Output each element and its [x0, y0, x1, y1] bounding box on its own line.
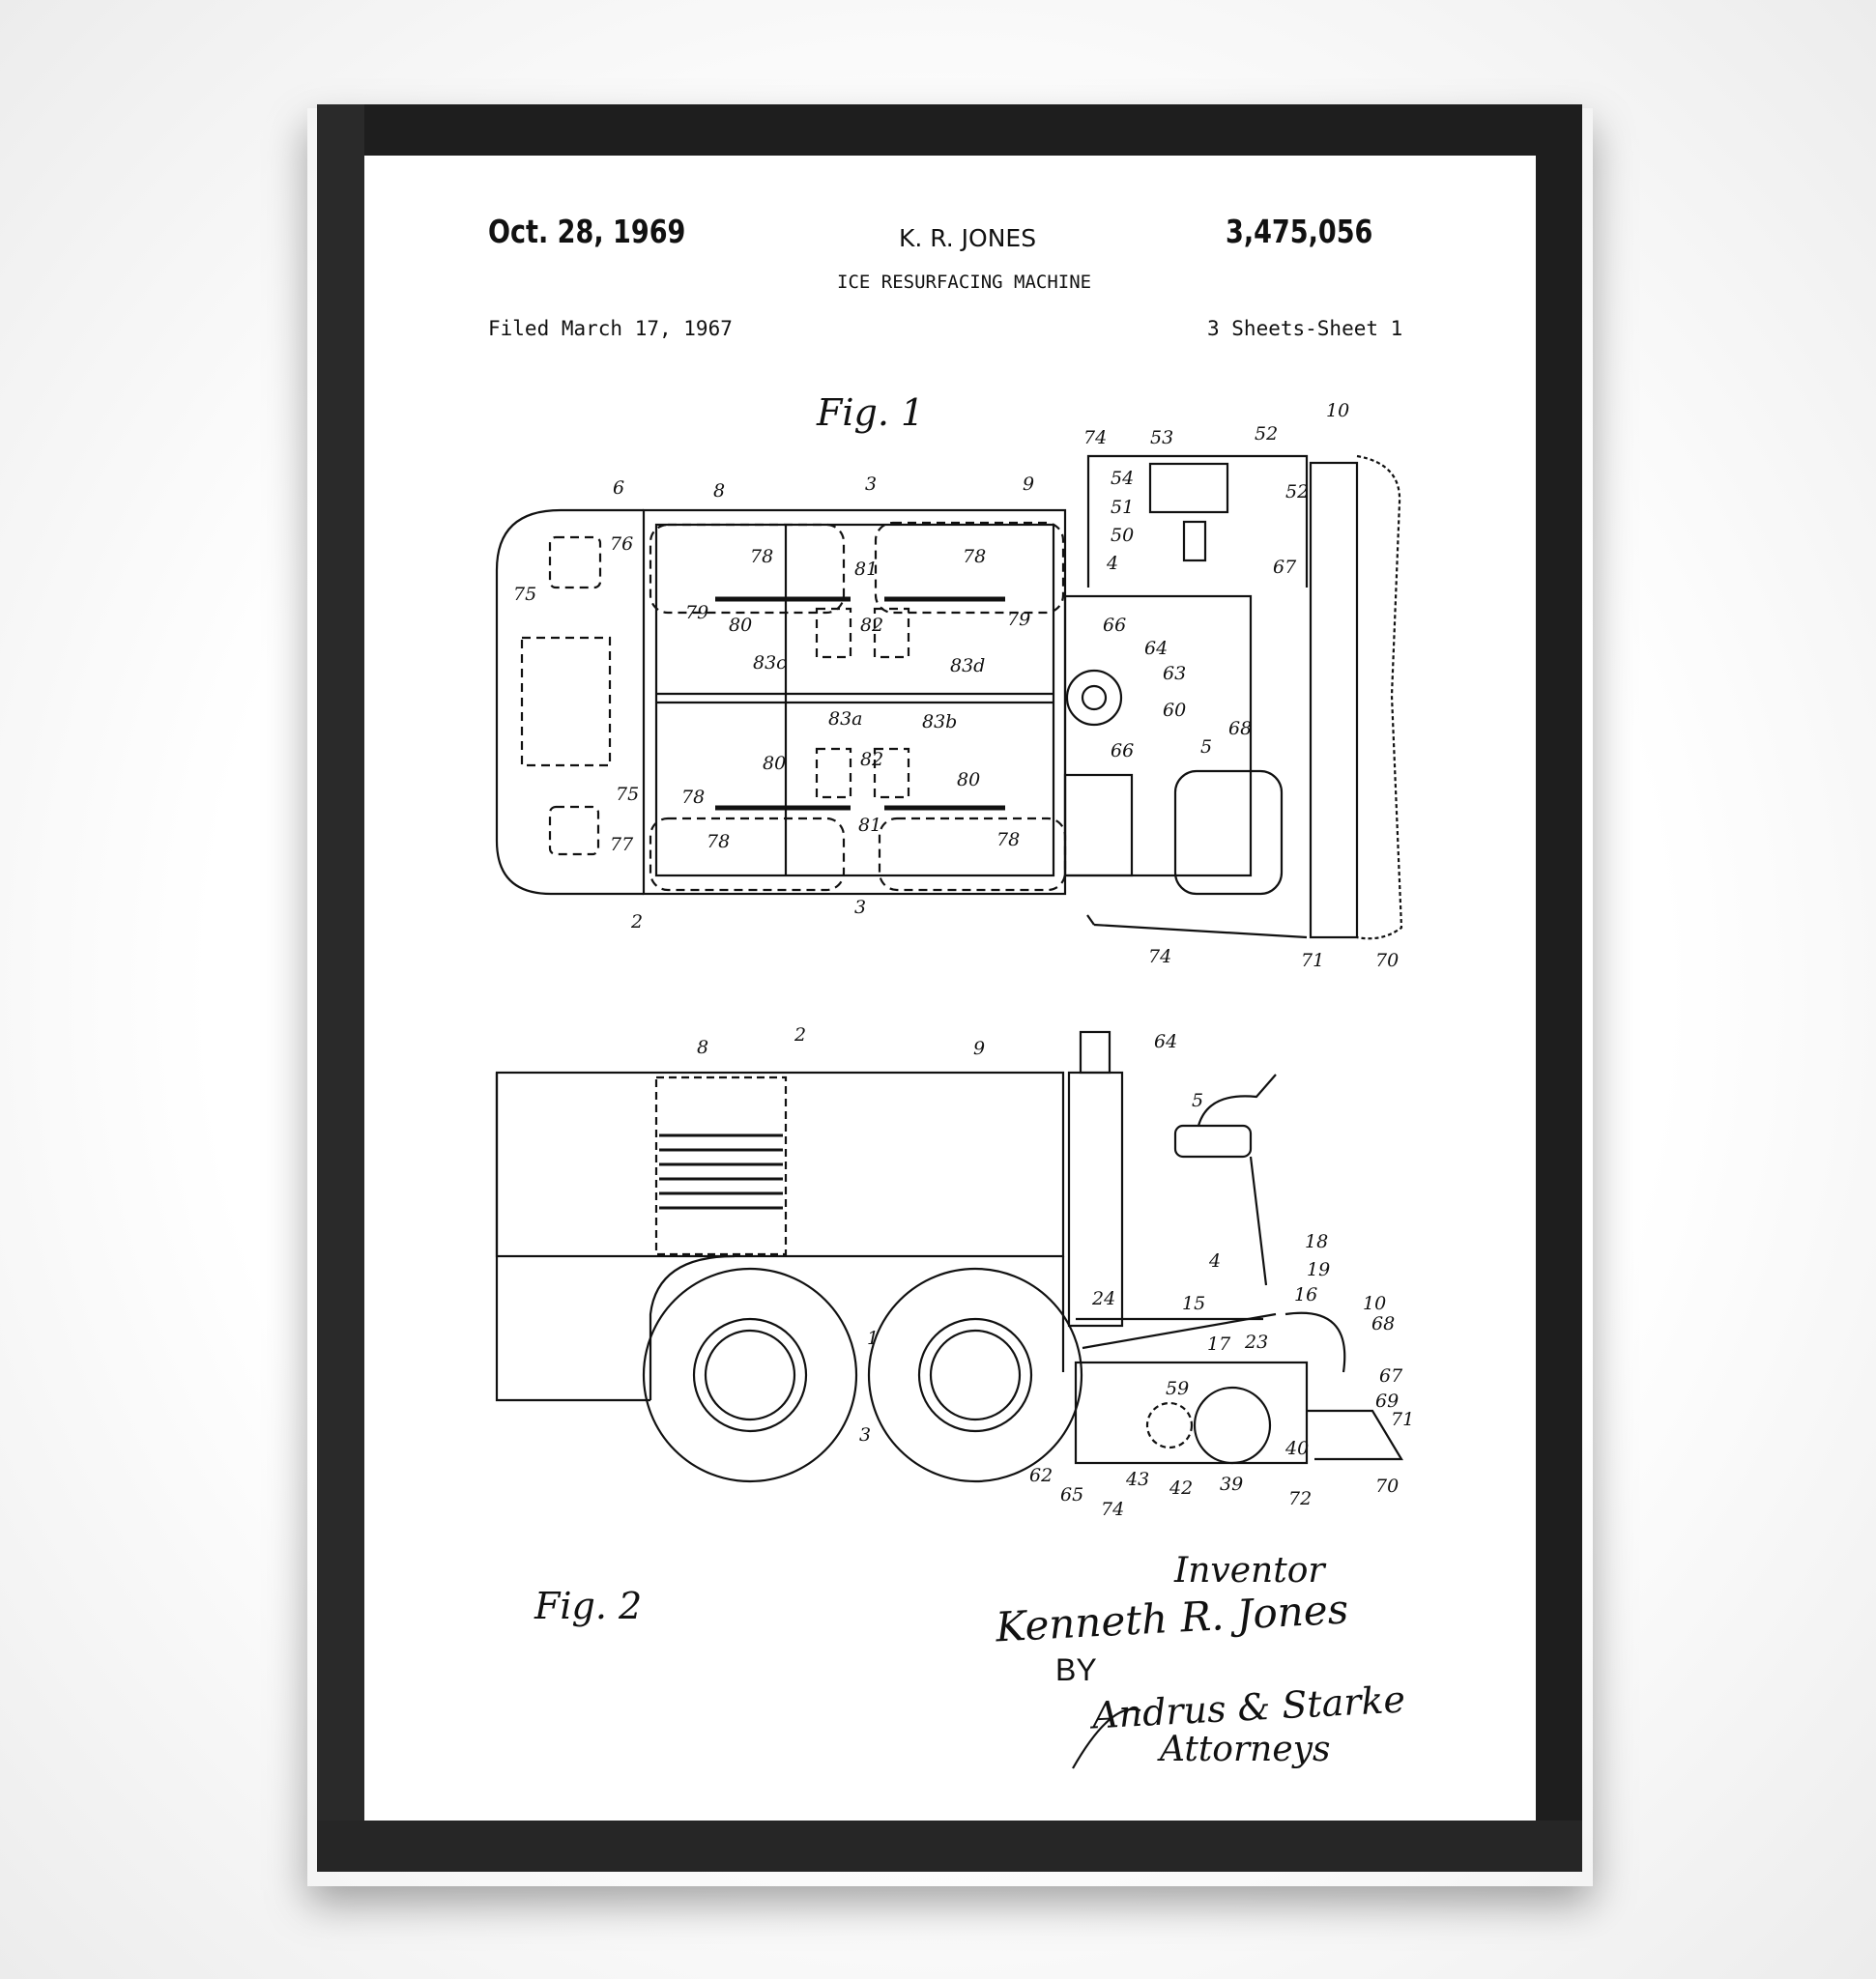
reference-numeral: 78 [996, 829, 1020, 850]
reference-numeral: 4 [1106, 553, 1118, 574]
reference-numeral: 2 [630, 911, 643, 932]
figure-2-label: Fig. 2 [534, 1585, 643, 1627]
frame-bevel-left [317, 104, 364, 1872]
reference-numeral: 81 [854, 559, 878, 580]
reference-numeral: 19 [1307, 1259, 1330, 1280]
reference-numeral: 1 [867, 1328, 879, 1349]
reference-numeral: 24 [1091, 1288, 1115, 1309]
reference-numeral: 40 [1284, 1438, 1309, 1459]
reference-numeral: 60 [1163, 700, 1186, 721]
reference-numeral: 69 [1375, 1391, 1399, 1412]
reference-numeral: 75 [616, 784, 639, 805]
reference-numeral: 72 [1288, 1488, 1312, 1509]
reference-numeral: 3 [859, 1424, 871, 1446]
reference-numeral: 18 [1305, 1231, 1328, 1252]
reference-numeral: 83a [828, 708, 863, 730]
reference-numeral: 54 [1111, 468, 1134, 489]
reference-numeral: 59 [1166, 1378, 1189, 1399]
reference-numeral: 2 [794, 1024, 806, 1046]
reference-numeral: 5 [1200, 736, 1212, 758]
reference-numeral: 8 [697, 1037, 708, 1058]
reference-numeral: 4 [1208, 1250, 1221, 1272]
reference-numeral: 76 [610, 533, 633, 555]
reference-numeral: 52 [1285, 481, 1309, 502]
reference-numeral: 23 [1244, 1332, 1268, 1353]
reference-numeral: 67 [1379, 1365, 1403, 1387]
reference-numeral: 83c [753, 652, 787, 674]
reference-numeral: 51 [1111, 497, 1134, 518]
inventor-name: K. R. JONES [899, 224, 1037, 252]
reference-numeral: 79 [1007, 609, 1030, 630]
reference-numeral: 63 [1163, 663, 1186, 684]
reference-numeral: 68 [1371, 1313, 1395, 1334]
patent-date: Oct. 28, 1969 [488, 213, 686, 250]
reference-numeral: 65 [1060, 1484, 1083, 1506]
reference-numeral: 9 [973, 1038, 985, 1059]
reference-numeral: 67 [1273, 557, 1297, 578]
reference-numeral: 15 [1182, 1293, 1205, 1314]
reference-numeral: 70 [1375, 950, 1399, 971]
reference-numeral: 74 [1101, 1499, 1124, 1520]
inventor-label: Inventor [1174, 1551, 1325, 1591]
reference-numeral: 74 [1083, 427, 1107, 448]
reference-numeral: 70 [1375, 1476, 1399, 1497]
figure-2-side-view [495, 1030, 1403, 1483]
reference-numeral: 43 [1125, 1469, 1149, 1490]
reference-numeral: 53 [1150, 427, 1173, 448]
reference-numeral: 9 [1023, 473, 1034, 495]
filed-date: Filed March 17, 1967 [488, 317, 733, 340]
reference-numeral: 83b [922, 711, 957, 732]
by-label: BY [1055, 1652, 1097, 1687]
reference-numeral: 77 [610, 834, 634, 855]
frame-bevel-bottom [317, 1821, 1582, 1872]
reference-numeral: 5 [1192, 1090, 1203, 1111]
reference-numeral: 71 [1301, 950, 1324, 971]
reference-numeral: 6 [613, 477, 624, 499]
reference-numeral: 8 [713, 480, 725, 502]
reference-numeral: 78 [750, 546, 773, 567]
reference-numeral: 78 [963, 546, 986, 567]
figure-1-top-view [495, 454, 1403, 940]
reference-numeral: 64 [1144, 638, 1168, 659]
reference-numeral: 80 [729, 615, 752, 636]
figure-1-label: Fig. 1 [817, 391, 925, 434]
reference-numeral: 82 [860, 749, 883, 770]
reference-numeral: 81 [858, 815, 881, 836]
reference-numeral: 80 [763, 753, 786, 774]
reference-numeral: 75 [513, 584, 536, 605]
reference-numeral: 83d [950, 655, 985, 676]
reference-numeral: 64 [1154, 1031, 1177, 1052]
reference-numeral: 74 [1148, 946, 1171, 967]
signature-strokes [1072, 1707, 1141, 1769]
reference-numeral: 52 [1255, 423, 1278, 445]
reference-numeral: 10 [1326, 400, 1349, 421]
reference-numeral: 16 [1294, 1284, 1317, 1305]
reference-numeral: 80 [957, 769, 980, 790]
reference-numeral: 39 [1220, 1474, 1243, 1495]
reference-numeral: 42 [1169, 1477, 1193, 1499]
reference-numeral: 71 [1391, 1409, 1414, 1430]
reference-numeral: 50 [1111, 525, 1134, 546]
reference-numeral: 68 [1228, 718, 1252, 739]
patent-number: 3,475,056 [1226, 213, 1373, 250]
reference-numeral: 82 [860, 615, 883, 636]
reference-numeral: 66 [1111, 740, 1134, 761]
reference-numeral: 3 [865, 473, 877, 495]
reference-numeral: 10 [1363, 1293, 1386, 1314]
patent-title: ICE RESURFACING MACHINE [837, 272, 1092, 293]
reference-numeral: 3 [854, 897, 866, 918]
reference-numeral: 66 [1103, 615, 1126, 636]
reference-numeral: 79 [685, 602, 708, 623]
reference-numeral: 78 [707, 831, 730, 852]
patent-sheet [364, 156, 1536, 1821]
attorneys-label: Attorneys [1160, 1730, 1331, 1769]
reference-numeral: 17 [1207, 1334, 1231, 1355]
reference-numeral: 78 [681, 787, 705, 808]
reference-numeral: 62 [1029, 1465, 1053, 1486]
sheet-count: 3 Sheets-Sheet 1 [1207, 317, 1403, 340]
